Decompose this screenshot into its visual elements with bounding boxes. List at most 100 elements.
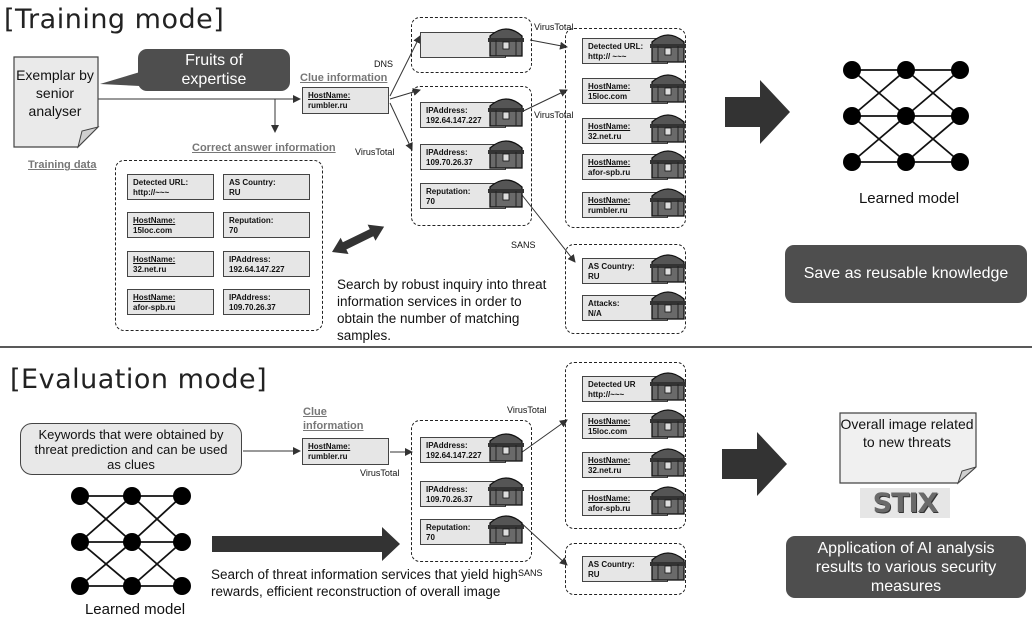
field-value: RU [588, 570, 600, 579]
field-value: 109.70.26.37 [229, 303, 276, 312]
keywords-box: Keywords that were obtained by threat pr… [20, 423, 242, 475]
result-field: AS Country:RU [223, 174, 310, 200]
training-mode-title: [Training mode] [4, 4, 225, 35]
field-label: HostName: [133, 216, 176, 225]
evaluation-search-text: Search of threat information services th… [211, 567, 518, 599]
treasure-chest-icon [486, 473, 526, 507]
evaluation-long-arrow [212, 527, 400, 561]
eval-vt-to-sans-line [517, 519, 568, 566]
eval-virustotal-box [411, 420, 532, 562]
field-label: HostName: [308, 91, 351, 100]
clue-to-dns-line [389, 35, 421, 97]
evaluation-mode-title: [Evaluation mode] [10, 364, 268, 395]
eval-virustotal-label-top: VirusTotal [507, 405, 547, 415]
fruits-pointer [100, 72, 140, 86]
eval-virustotal-label-left: VirusTotal [360, 468, 400, 478]
field-value: 70 [426, 197, 435, 206]
field-label: HostName: [588, 196, 631, 205]
treasure-chest-icon [648, 548, 688, 582]
stix-logo-text: STIX [872, 487, 939, 519]
exemplar-text: Exemplar by senior analyser [16, 67, 94, 119]
field-label: AS Country: [588, 560, 635, 569]
treasure-chest-icon [648, 146, 688, 180]
dns-to-right-line [529, 39, 568, 50]
treasure-chest-icon [486, 136, 526, 170]
clue-information-label: Clue information [300, 72, 388, 84]
field-value: rumbler.ru [308, 452, 348, 461]
field-value: 15loc.com [588, 427, 628, 436]
treasure-chest-icon [648, 184, 688, 218]
field-label: IPAddress: [229, 293, 271, 302]
treasure-chest-icon [648, 482, 688, 516]
treasure-chest-icon [486, 175, 526, 209]
training-big-arrow [725, 80, 790, 144]
clue-to-vt-line-2 [389, 102, 413, 151]
field-label: HostName: [588, 82, 631, 91]
field-value: 32.net.ru [588, 466, 622, 475]
dns-label: DNS [374, 59, 394, 69]
treasure-chest-icon [486, 511, 526, 545]
field-label: Reputation: [426, 187, 471, 196]
treasure-chest-icon [648, 250, 688, 284]
sans-label: SANS [511, 240, 536, 250]
fruits-of-expertise-box: Fruits of expertise [138, 49, 290, 91]
field-label: HostName: [308, 442, 351, 451]
field-label: HostName: [588, 122, 631, 131]
eval-sans-label: SANS [518, 568, 543, 578]
field-label: AS Country: [588, 262, 635, 271]
treasure-chest-icon [486, 24, 526, 58]
field-value: 32.net.ru [133, 265, 167, 274]
field-value: 109.70.26.37 [426, 158, 473, 167]
application-box: Application of AI analysis results to va… [786, 536, 1026, 598]
stix-logo: STIX [860, 487, 950, 519]
eval-clue-information-label: Clue information [303, 406, 364, 432]
eval-vt-to-right-line [517, 419, 568, 456]
evaluation-big-arrow [722, 432, 787, 496]
treasure-chest-icon [648, 368, 688, 402]
training-model-caption: Learned model [858, 190, 960, 207]
field-label: IPAddress: [426, 106, 468, 115]
dns-result-box [411, 17, 532, 73]
overall-image-text: Overall image related to new threats [840, 416, 974, 450]
field-value: 15loc.com [133, 226, 173, 235]
field-label: Detected URL: [588, 42, 644, 51]
result-field: IPAddress:109.70.26.37 [223, 289, 310, 315]
treasure-chest-icon [648, 287, 688, 321]
field-value: 192.64.147.227 [229, 265, 285, 274]
result-field: IPAddress:192.64.147.227 [223, 251, 310, 277]
eval-right-box [565, 362, 686, 529]
field-label: Reputation: [426, 523, 471, 532]
treasure-chest-icon [648, 444, 688, 478]
field-value: N/A [588, 309, 602, 318]
correct-answer-box [115, 160, 323, 331]
virustotal-label-top: VirusTotal [534, 22, 574, 32]
virustotal-result-box [411, 86, 532, 226]
field-value: RU [229, 188, 241, 197]
training-data-label: Training data [28, 159, 97, 171]
evaluation-model-caption: Learned model [84, 601, 186, 618]
field-value: http://~~~ [588, 390, 625, 399]
virustotal-label-mid: VirusTotal [534, 110, 574, 120]
training-search-text: Search by robust inquiry into threat inf… [337, 277, 547, 343]
correct-answer-label: Correct answer information [192, 142, 336, 154]
field-label: IPAddress: [229, 255, 271, 264]
training-clue-field: HostName: rumbler.ru [302, 87, 389, 114]
field-label: IPAddress: [426, 441, 468, 450]
result-field: HostName:afor-spb.ru [127, 289, 214, 315]
save-knowledge-box: Save as reusable knowledge [785, 245, 1027, 303]
field-label: HostName: [588, 417, 631, 426]
field-value: 32.net.ru [588, 132, 622, 141]
field-value: http://~~~ [133, 188, 170, 197]
field-value: 70 [229, 226, 238, 235]
field-value: afor-spb.ru [588, 168, 631, 177]
exemplar-paper [13, 56, 100, 149]
field-value: afor-spb.ru [588, 504, 631, 513]
neural-network-icon-evaluation [71, 487, 191, 595]
field-value: http:// ~~~ [588, 52, 627, 61]
field-value: 109.70.26.37 [426, 495, 473, 504]
treasure-chest-icon [648, 405, 688, 439]
neural-network-icon-training [843, 61, 969, 171]
sans-result-box [565, 244, 686, 334]
